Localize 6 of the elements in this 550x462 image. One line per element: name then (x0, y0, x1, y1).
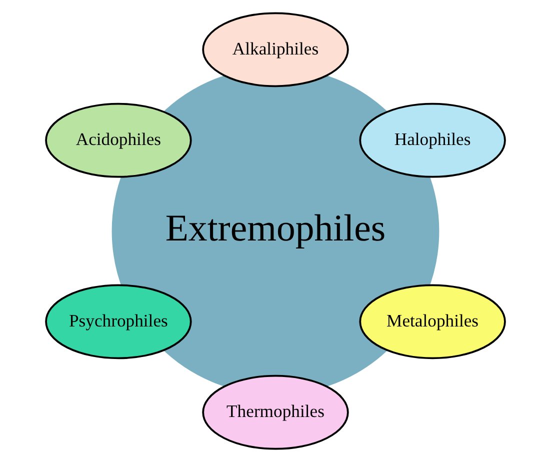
node-ellipse: Thermophiles (202, 374, 348, 450)
node-ellipse: Psychrophiles (44, 284, 192, 360)
node-ellipse: Metalophiles (358, 284, 506, 360)
node-ellipse: Alkaliphiles (202, 12, 348, 88)
node-ellipse: Acidophiles (44, 102, 192, 178)
node-ellipse: Halophiles (358, 102, 506, 178)
